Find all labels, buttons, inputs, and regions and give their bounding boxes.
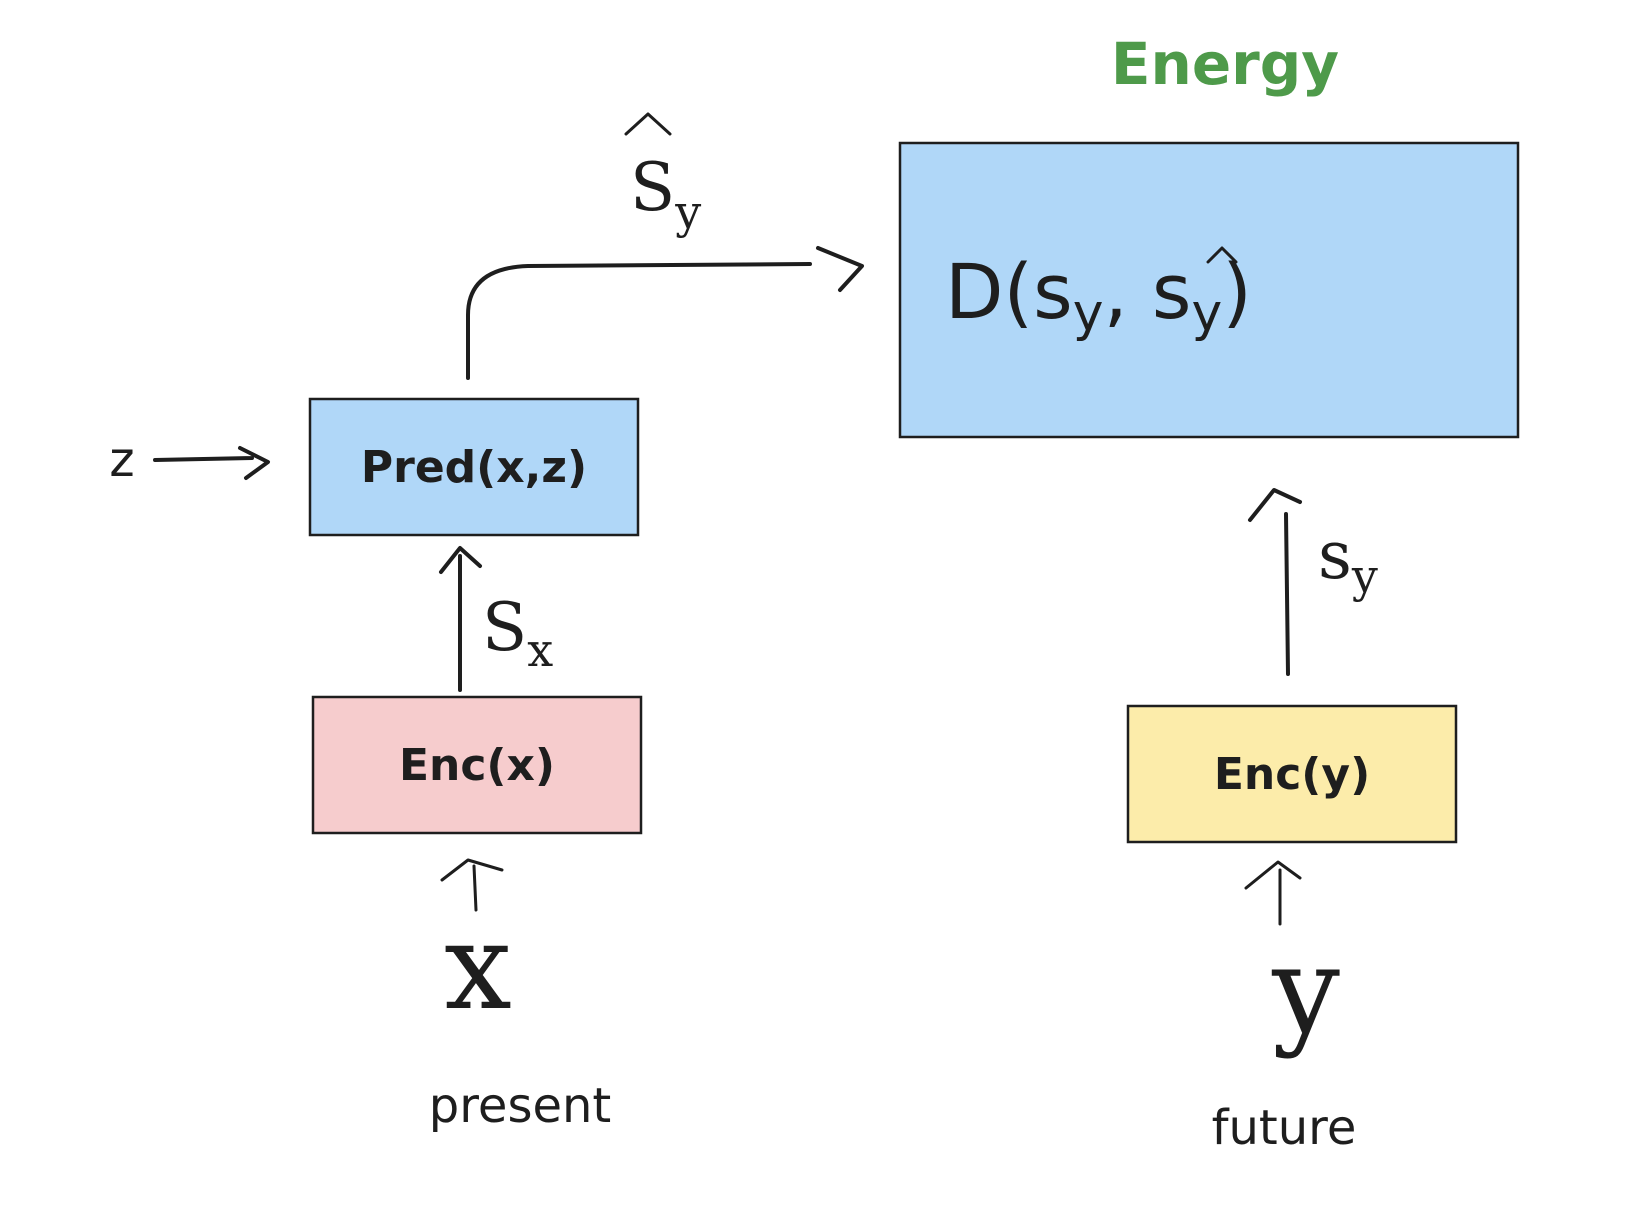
context-rep-main: S <box>482 589 527 666</box>
context-encoder-label: Enc(x) <box>399 740 555 791</box>
pred-output-label: Sy <box>630 149 701 239</box>
context-encoder-box <box>311 695 643 835</box>
pred-output-sub: y <box>674 185 701 239</box>
predictor-label: Pred(x,z) <box>361 442 587 493</box>
input-x-caption: present <box>429 1078 611 1134</box>
predictor-box <box>308 397 640 537</box>
latent-z-label: z <box>109 432 134 488</box>
formula-suffix: ) <box>1222 247 1252 336</box>
formula-hat <box>1206 246 1238 264</box>
pred-to-energy-arrow <box>466 246 864 380</box>
input-y-caption: future <box>1212 1100 1357 1156</box>
energy-box <box>898 141 1520 439</box>
formula-sub2: y <box>1191 283 1222 343</box>
formula-mid: , s <box>1104 247 1192 336</box>
input-x-label: x <box>444 898 512 1037</box>
z-arrow <box>153 446 270 480</box>
target-rep-label: sy <box>1318 517 1378 603</box>
target-rep-main: s <box>1318 517 1352 594</box>
input-y-label: y <box>1271 922 1340 1061</box>
pred-output-main: S <box>630 149 675 226</box>
context-rep-sub: x <box>527 623 553 677</box>
encx-to-pred-arrow <box>439 546 482 692</box>
formula-prefix: D(s <box>945 247 1073 336</box>
formula-sub1: y <box>1073 283 1104 343</box>
target-encoder-box <box>1126 704 1458 844</box>
x-input-arrow <box>440 858 504 912</box>
energy-title: Energy <box>1111 30 1339 98</box>
context-rep-label: Sx <box>482 589 553 677</box>
target-encoder-label: Enc(y) <box>1214 749 1370 800</box>
y-input-arrow <box>1244 860 1302 926</box>
ency-to-energy-arrow <box>1248 488 1302 676</box>
target-rep-sub: y <box>1351 549 1378 603</box>
pred-output-hat <box>624 112 672 136</box>
